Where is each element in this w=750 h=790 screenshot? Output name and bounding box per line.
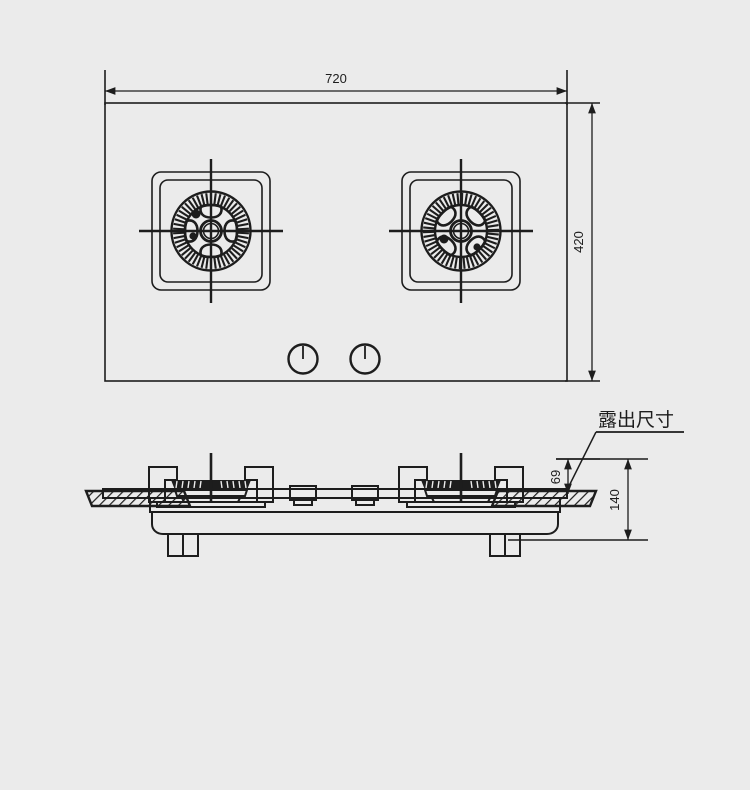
igniter-left <box>191 209 201 219</box>
burner-right <box>389 159 533 303</box>
dimension-total-height-label: 140 <box>607 489 622 511</box>
front-section-view: 露出尺寸 69 140 <box>84 409 684 557</box>
top-view: 720 420 <box>104 70 600 382</box>
knob-right-top[interactable] <box>349 343 381 375</box>
dimension-width: 720 <box>104 70 568 105</box>
annotation-exposed-dimension: 露出尺寸 <box>565 409 684 493</box>
cooktop-panel-outline <box>104 102 568 382</box>
dimension-width-label: 720 <box>325 71 347 86</box>
igniter-right <box>439 234 449 244</box>
burner-left <box>139 159 283 303</box>
annotation-exposed-dimension-label: 露出尺寸 <box>598 409 674 431</box>
knob-left-top[interactable] <box>287 343 319 375</box>
countertop-section-left <box>84 489 192 508</box>
dimension-total-height: 140 <box>508 458 648 541</box>
thermocouple-right <box>473 243 481 251</box>
dimension-depth-label: 420 <box>571 231 586 253</box>
dimension-exposed-height-label: 69 <box>548 470 563 484</box>
control-knobs-top <box>287 343 381 375</box>
dimension-depth: 420 <box>565 102 600 382</box>
appliance-body <box>149 497 561 535</box>
thermocouple-left <box>189 232 197 240</box>
